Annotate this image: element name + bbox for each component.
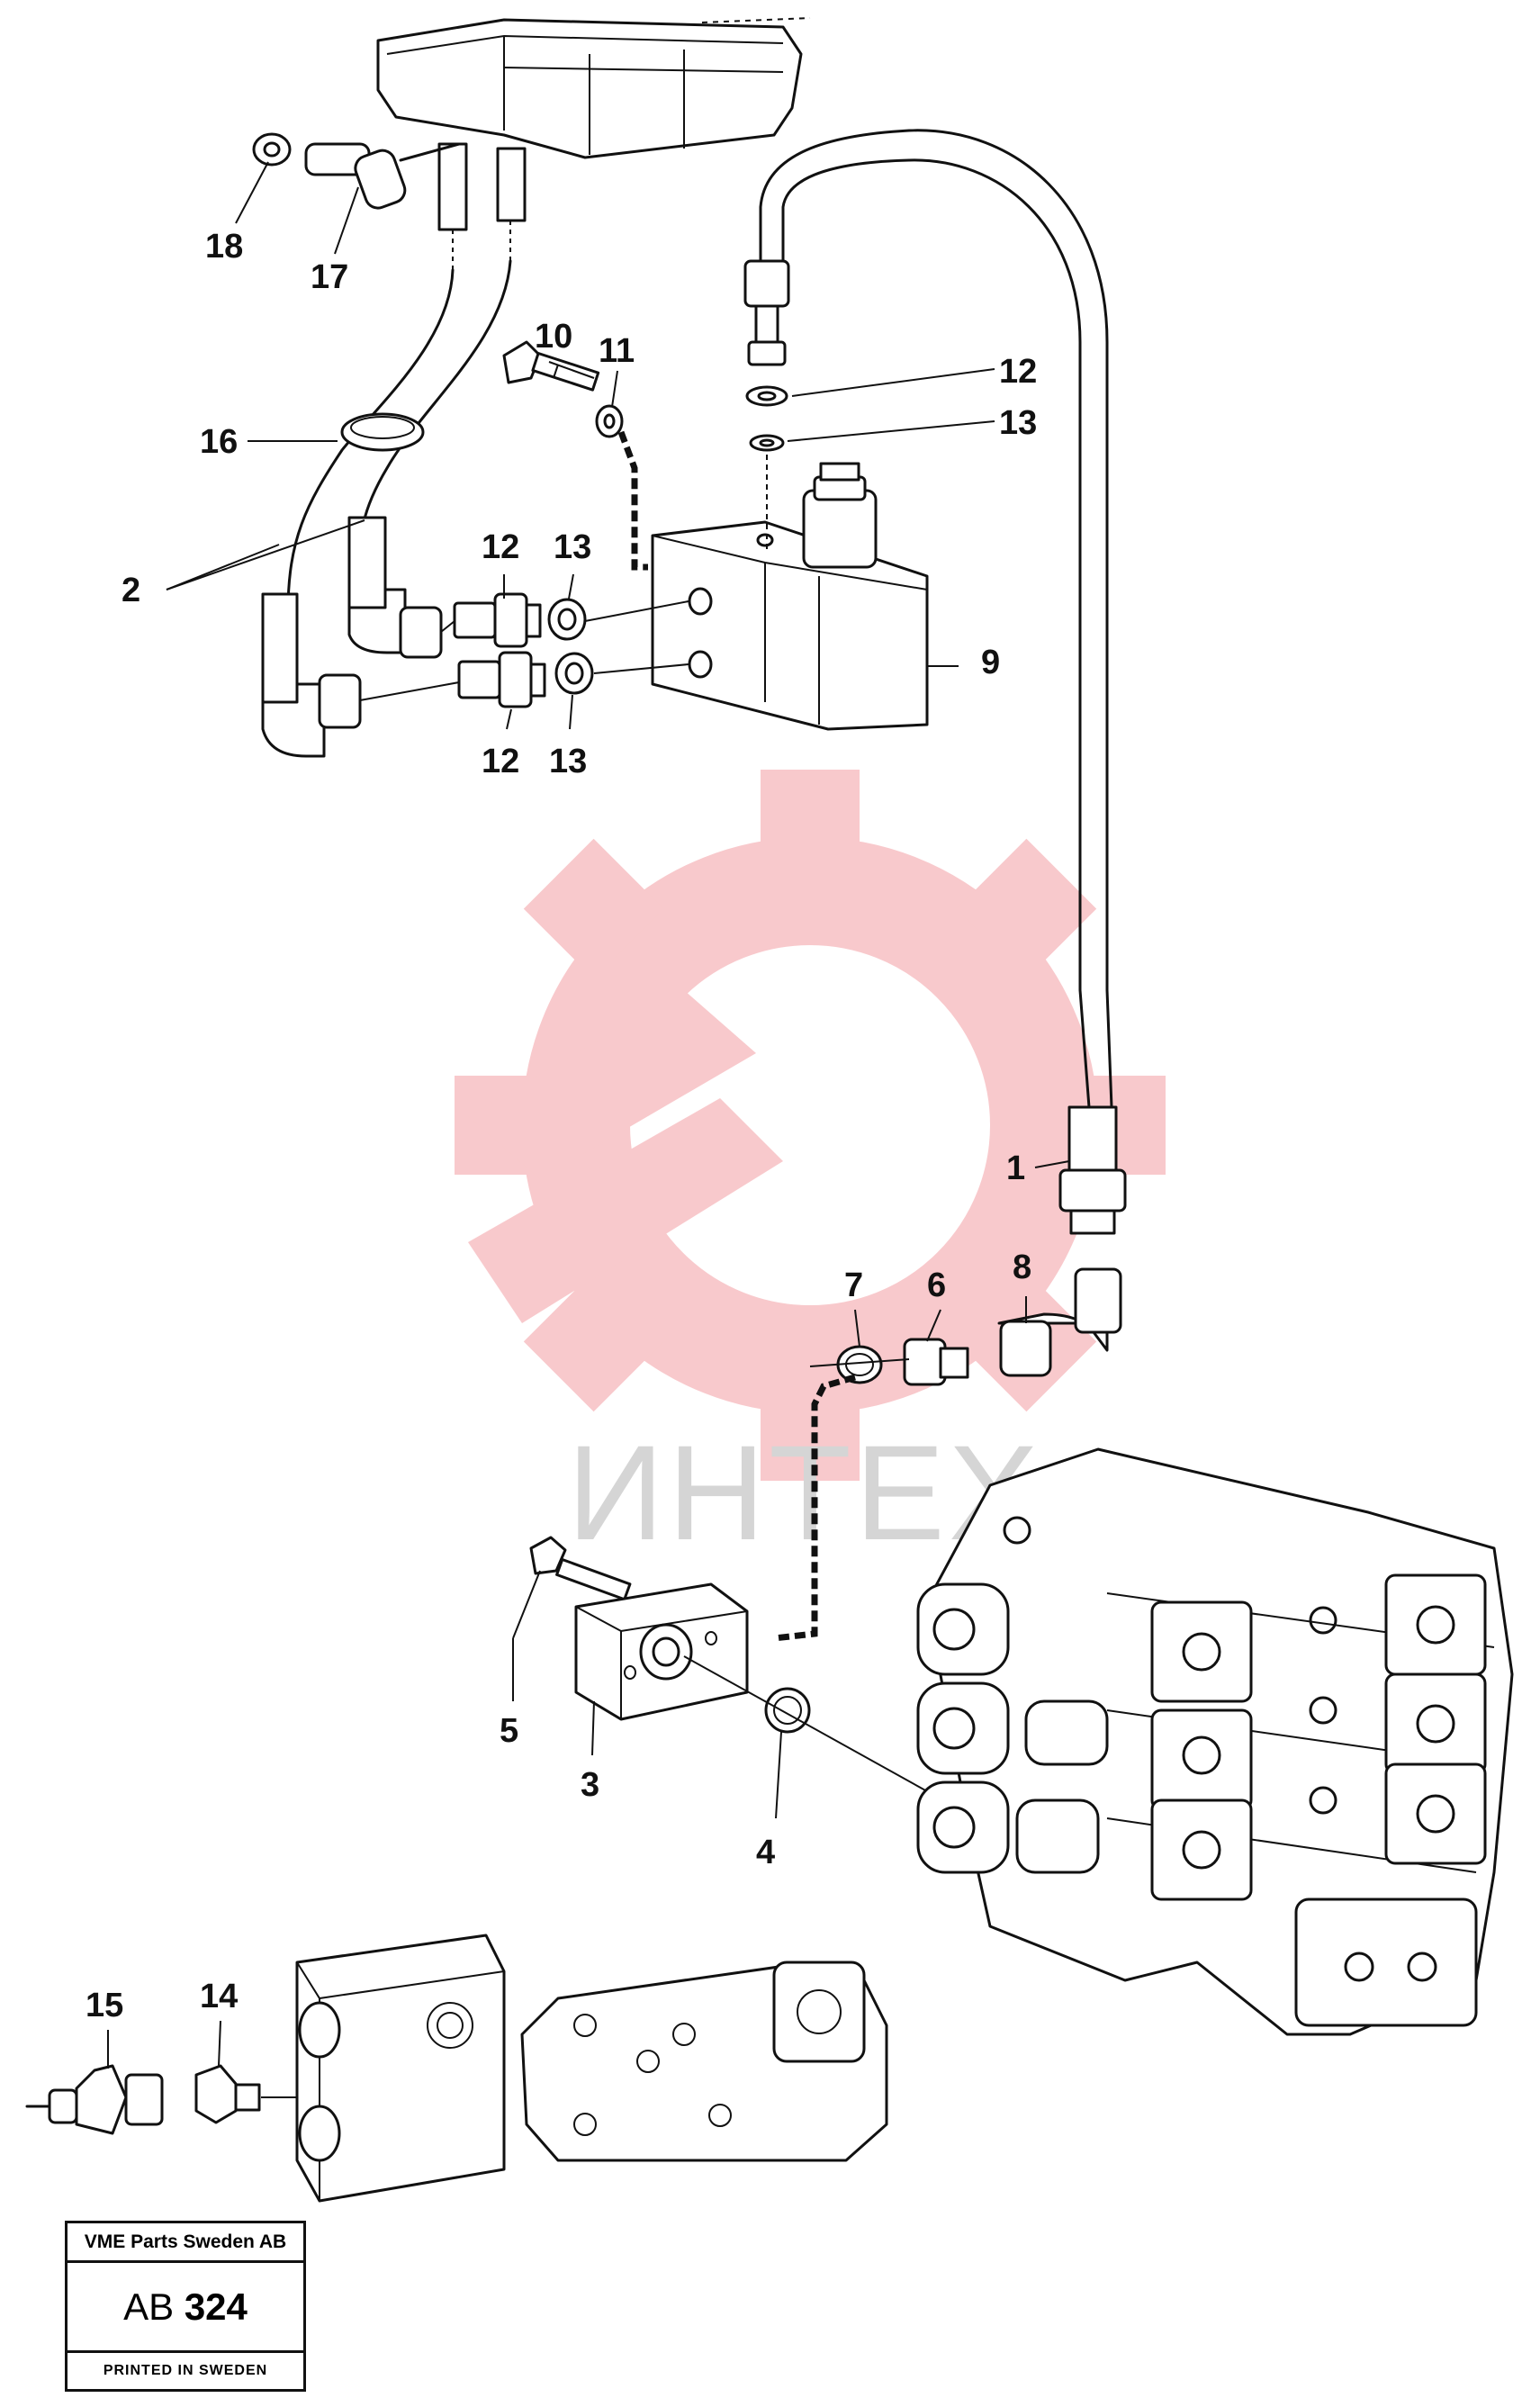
callout-7: 7	[844, 1267, 863, 1304]
elbow-fittings-2	[261, 516, 443, 758]
adapter-block-lower	[295, 1934, 506, 2203]
title-block: VME Parts Sweden AB AB 324 PRINTED IN SW…	[65, 2221, 306, 2392]
leader-lines	[107, 161, 1070, 2069]
callout-4: 4	[756, 1834, 775, 1871]
washer-18	[252, 132, 292, 167]
watermark-gear-logo	[455, 770, 1166, 1481]
adapter-12-upper	[453, 592, 542, 648]
bolt-path-dashed	[617, 430, 648, 571]
callout-12-upper-right: 12	[999, 353, 1037, 391]
title-block-company: VME Parts Sweden AB	[68, 2223, 303, 2263]
callout-12-left-lower: 12	[482, 743, 519, 780]
callout-18: 18	[205, 228, 243, 266]
callout-14: 14	[200, 1978, 238, 2015]
washer-13-lower	[554, 652, 594, 695]
callout-12-left-upper: 12	[482, 528, 519, 566]
callout-5: 5	[500, 1712, 518, 1750]
callout-8: 8	[1013, 1249, 1031, 1286]
hydraulic-pump	[520, 1961, 888, 2162]
o-ring-4	[764, 1687, 811, 1734]
hose-fitting-upper-right	[743, 259, 790, 549]
callout-9: 9	[981, 644, 1000, 681]
callout-15: 15	[86, 1987, 123, 2024]
callout-10: 10	[535, 318, 572, 356]
title-block-drawing-number: AB 324	[68, 2263, 303, 2353]
drawing-number-value: 324	[184, 2285, 248, 2328]
plug-17	[304, 142, 461, 210]
valve-block-top	[376, 17, 811, 159]
callout-11: 11	[599, 332, 635, 370]
washer-13-upper	[547, 598, 587, 641]
hose-clamp-16	[340, 412, 425, 452]
callout-2: 2	[122, 572, 140, 609]
adapter-6	[903, 1338, 969, 1386]
callout-1: 1	[1006, 1149, 1025, 1187]
drawing-number-prefix: AB	[123, 2285, 175, 2328]
elbow-8	[997, 1267, 1122, 1377]
solenoid-valve-9	[651, 462, 929, 731]
callout-13-left-upper: 13	[554, 528, 591, 566]
washer-11	[595, 404, 624, 438]
callouts: 18 17 10 11 12 13 16 2 12 13 9 12 13 1 7…	[86, 228, 1037, 2024]
main-control-valve	[916, 1447, 1514, 2036]
adapter-12-lower	[457, 651, 546, 708]
callout-13-upper-right: 13	[999, 404, 1037, 442]
nut-14	[194, 2064, 261, 2124]
hose-1	[759, 129, 1127, 1235]
callout-13-left-lower: 13	[549, 743, 587, 780]
callout-3: 3	[581, 1766, 599, 1804]
callout-6: 6	[927, 1267, 946, 1304]
callout-17: 17	[311, 258, 348, 296]
bolt-10	[502, 340, 600, 392]
title-block-printed: PRINTED IN SWEDEN	[103, 2363, 268, 2378]
callout-16: 16	[200, 423, 238, 461]
screw-5	[529, 1536, 632, 1601]
adapter-plate-3	[574, 1582, 749, 1721]
pressure-sender-15	[25, 2064, 164, 2135]
